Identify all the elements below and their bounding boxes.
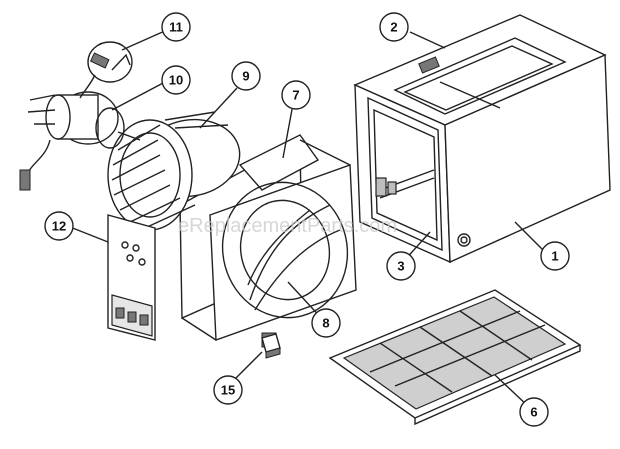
connector-block	[261, 333, 281, 359]
blower-motor	[19, 91, 141, 191]
blower-housing	[179, 134, 357, 348]
callout-2: 2	[379, 12, 409, 42]
blower-wheel	[107, 111, 241, 231]
callout-6-label: 6	[530, 405, 537, 420]
callout-10: 10	[161, 65, 191, 95]
callout-7: 7	[281, 80, 311, 110]
control-board	[107, 214, 156, 341]
callout-15: 15	[213, 375, 243, 405]
callout-9: 9	[231, 61, 261, 91]
callout-11-label: 11	[169, 20, 183, 35]
watermark-text: eReplacementParts.com	[178, 215, 397, 237]
callout-15-label: 15	[221, 383, 235, 398]
callout-1: 1	[540, 241, 570, 271]
callout-9-label: 9	[242, 69, 249, 84]
callout-6: 6	[519, 397, 549, 427]
callout-3: 3	[386, 251, 416, 281]
callout-10-label: 10	[169, 73, 183, 88]
callout-1-label: 1	[551, 249, 558, 264]
callout-12-label: 12	[52, 219, 66, 234]
filter-panel	[328, 289, 582, 426]
callout-7-label: 7	[292, 88, 299, 103]
callout-8-label: 8	[322, 316, 329, 331]
capacitor	[79, 41, 133, 99]
cabinet-housing	[353, 14, 611, 264]
callout-8: 8	[311, 308, 341, 338]
callout-12: 12	[44, 211, 74, 241]
callout-2-label: 2	[390, 20, 397, 35]
callout-11: 11	[161, 12, 191, 42]
callout-3-label: 3	[397, 259, 404, 274]
